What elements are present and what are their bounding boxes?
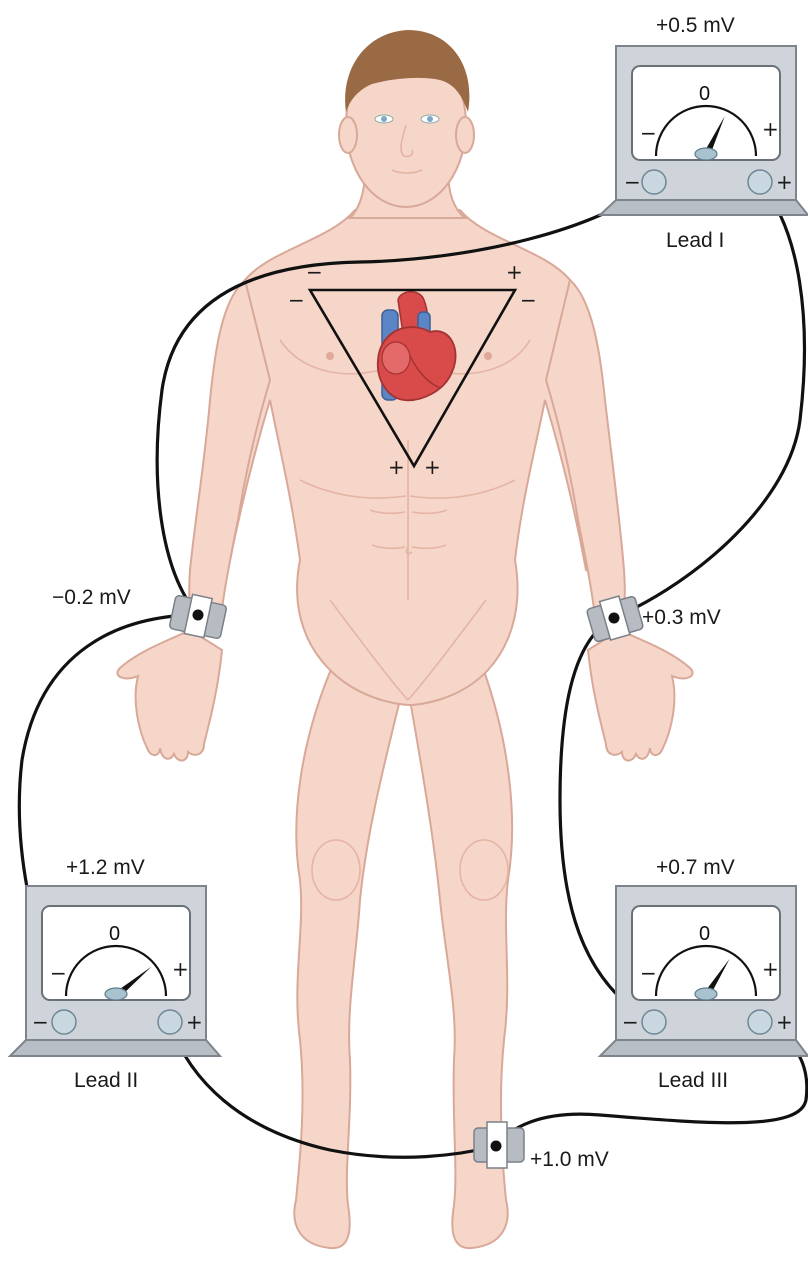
lead-iii-plus-tick: + xyxy=(762,957,779,981)
right-ear xyxy=(339,117,357,153)
lead-ii-negative-terminal: − xyxy=(32,1010,49,1034)
lead-i-reading: +0.5 mV xyxy=(656,14,735,37)
meter-lead-iii: +0.7 mV 0 − + − + Lead III xyxy=(600,856,808,1092)
electrode-left-ankle xyxy=(474,1122,524,1168)
left-wrist-reading: +0.3 mV xyxy=(642,606,721,629)
right-wrist-reading: −0.2 mV xyxy=(52,586,131,609)
lead-ii-zero: 0 xyxy=(109,923,120,945)
triangle-sign-top-left-b: − xyxy=(288,288,305,312)
right-arm xyxy=(189,280,270,628)
lead-i-zero: 0 xyxy=(699,83,710,105)
meter-lead-ii: +1.2 mV 0 − + − + Lead II xyxy=(10,856,220,1092)
lead-iii-minus-tick: − xyxy=(640,961,657,985)
triangle-sign-top-right-minus: − xyxy=(520,288,537,312)
lead-iii-label: Lead III xyxy=(658,1069,728,1092)
lead-ii-positive-terminal: + xyxy=(186,1010,203,1034)
lead-ii-label: Lead II xyxy=(74,1069,138,1092)
lead-i-plus-tick: + xyxy=(762,117,779,141)
lead-iii-negative-terminal: − xyxy=(622,1010,639,1034)
triangle-sign-top-right-plus: + xyxy=(506,260,523,284)
lead-i-negative-terminal: − xyxy=(624,170,641,194)
meter-lead-i: +0.5 mV 0 − + − + Lead I xyxy=(600,14,808,252)
lead-i-label: Lead I xyxy=(666,229,724,252)
left-ear xyxy=(456,117,474,153)
triangle-sign-bottom-b: + xyxy=(424,455,441,479)
triangle-sign-bottom-a: + xyxy=(388,455,405,479)
lead-iii-reading: +0.7 mV xyxy=(656,856,735,879)
left-ankle-reading: +1.0 mV xyxy=(530,1148,609,1171)
left-hand xyxy=(588,630,693,761)
lead-ii-plus-tick: + xyxy=(172,957,189,981)
lead-iii-positive-terminal: + xyxy=(776,1010,793,1034)
left-arm xyxy=(546,280,625,628)
lead-i-positive-terminal: + xyxy=(776,170,793,194)
lead-ii-minus-tick: − xyxy=(50,961,67,985)
right-leg xyxy=(294,660,400,1248)
lead-iii-zero: 0 xyxy=(699,923,710,945)
lead-i-minus-tick: − xyxy=(640,121,657,145)
right-hand xyxy=(117,630,222,761)
lead-ii-reading: +1.2 mV xyxy=(66,856,145,879)
